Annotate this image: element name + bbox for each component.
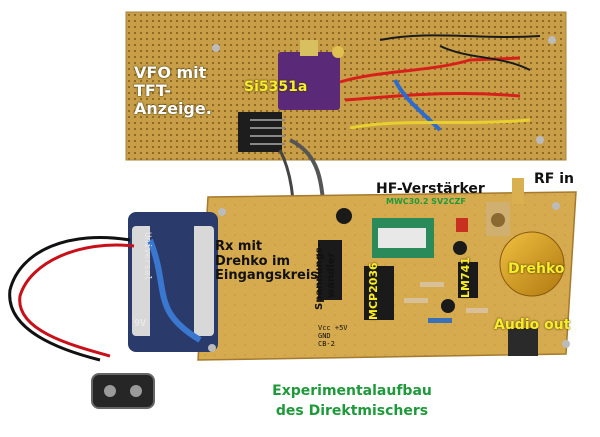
red-wire-top bbox=[339, 56, 521, 84]
lm741-chip bbox=[458, 262, 478, 298]
rx-label: Rx mit Drehko im Eingangskreis bbox=[215, 239, 319, 284]
caption-line-1: Experimentalaufbau bbox=[272, 383, 432, 399]
coin-drehko bbox=[499, 231, 565, 297]
rx-label-line-3: Eingangskreis bbox=[215, 268, 319, 284]
vfo-label-line-3: Anzeige. bbox=[134, 98, 212, 118]
spannungswandler-line-2: wandler bbox=[326, 252, 337, 298]
caption: Experimentalaufbau des Direktmischers bbox=[252, 383, 452, 419]
rx-label-line-2: Drehko im bbox=[215, 253, 291, 269]
sma-connector-right bbox=[332, 46, 344, 58]
rf-in-label: RF in bbox=[534, 171, 574, 187]
vfo-label-line-1: VFO mit bbox=[134, 63, 207, 82]
audio-jack bbox=[508, 328, 538, 356]
audio-out-label: Audio out bbox=[494, 317, 571, 333]
battery-voltage-text: 9V bbox=[134, 318, 147, 329]
red-battery-wire bbox=[18, 243, 135, 358]
vcc-line-1: Vcc +5V bbox=[318, 324, 348, 332]
lm741-label: LM741 bbox=[459, 257, 472, 298]
mwc-label: MWC30.2 SV2CZF bbox=[386, 197, 466, 206]
voltage-converter bbox=[318, 240, 342, 300]
caption-line-2: des Direktmischers bbox=[275, 402, 429, 419]
vcc-silkscreen: Vcc +5V GND CB-2 bbox=[318, 324, 348, 348]
mcp2036-chip bbox=[364, 266, 394, 320]
battery-brand-text: Universal bbox=[142, 232, 152, 281]
blue-wire-top bbox=[393, 79, 442, 132]
vcc-line-2: GND bbox=[318, 332, 331, 340]
battery-snap bbox=[91, 373, 155, 409]
vcc-line-3: CB-2 bbox=[318, 340, 335, 348]
si5351-breakout-board bbox=[278, 52, 340, 110]
vfo-label: VFO mit TFT- Anzeige. bbox=[134, 64, 212, 118]
tft-header bbox=[238, 112, 282, 152]
black-battery-wire bbox=[8, 235, 131, 362]
mcp2036-label: MCP2036 bbox=[367, 262, 380, 320]
rx-label-line-1: Rx mit bbox=[215, 239, 263, 254]
sma-connector-top bbox=[300, 40, 318, 56]
spannungswandler-line-1: Spannungs- bbox=[314, 243, 325, 310]
drehko-label: Drehko bbox=[508, 261, 565, 277]
si5351-label: Si5351a bbox=[244, 79, 308, 95]
hf-verstaerker-label: HF-Verstärker bbox=[376, 181, 485, 197]
electrolytic-cap bbox=[336, 208, 352, 224]
vfo-label-line-2: TFT- bbox=[134, 80, 172, 100]
